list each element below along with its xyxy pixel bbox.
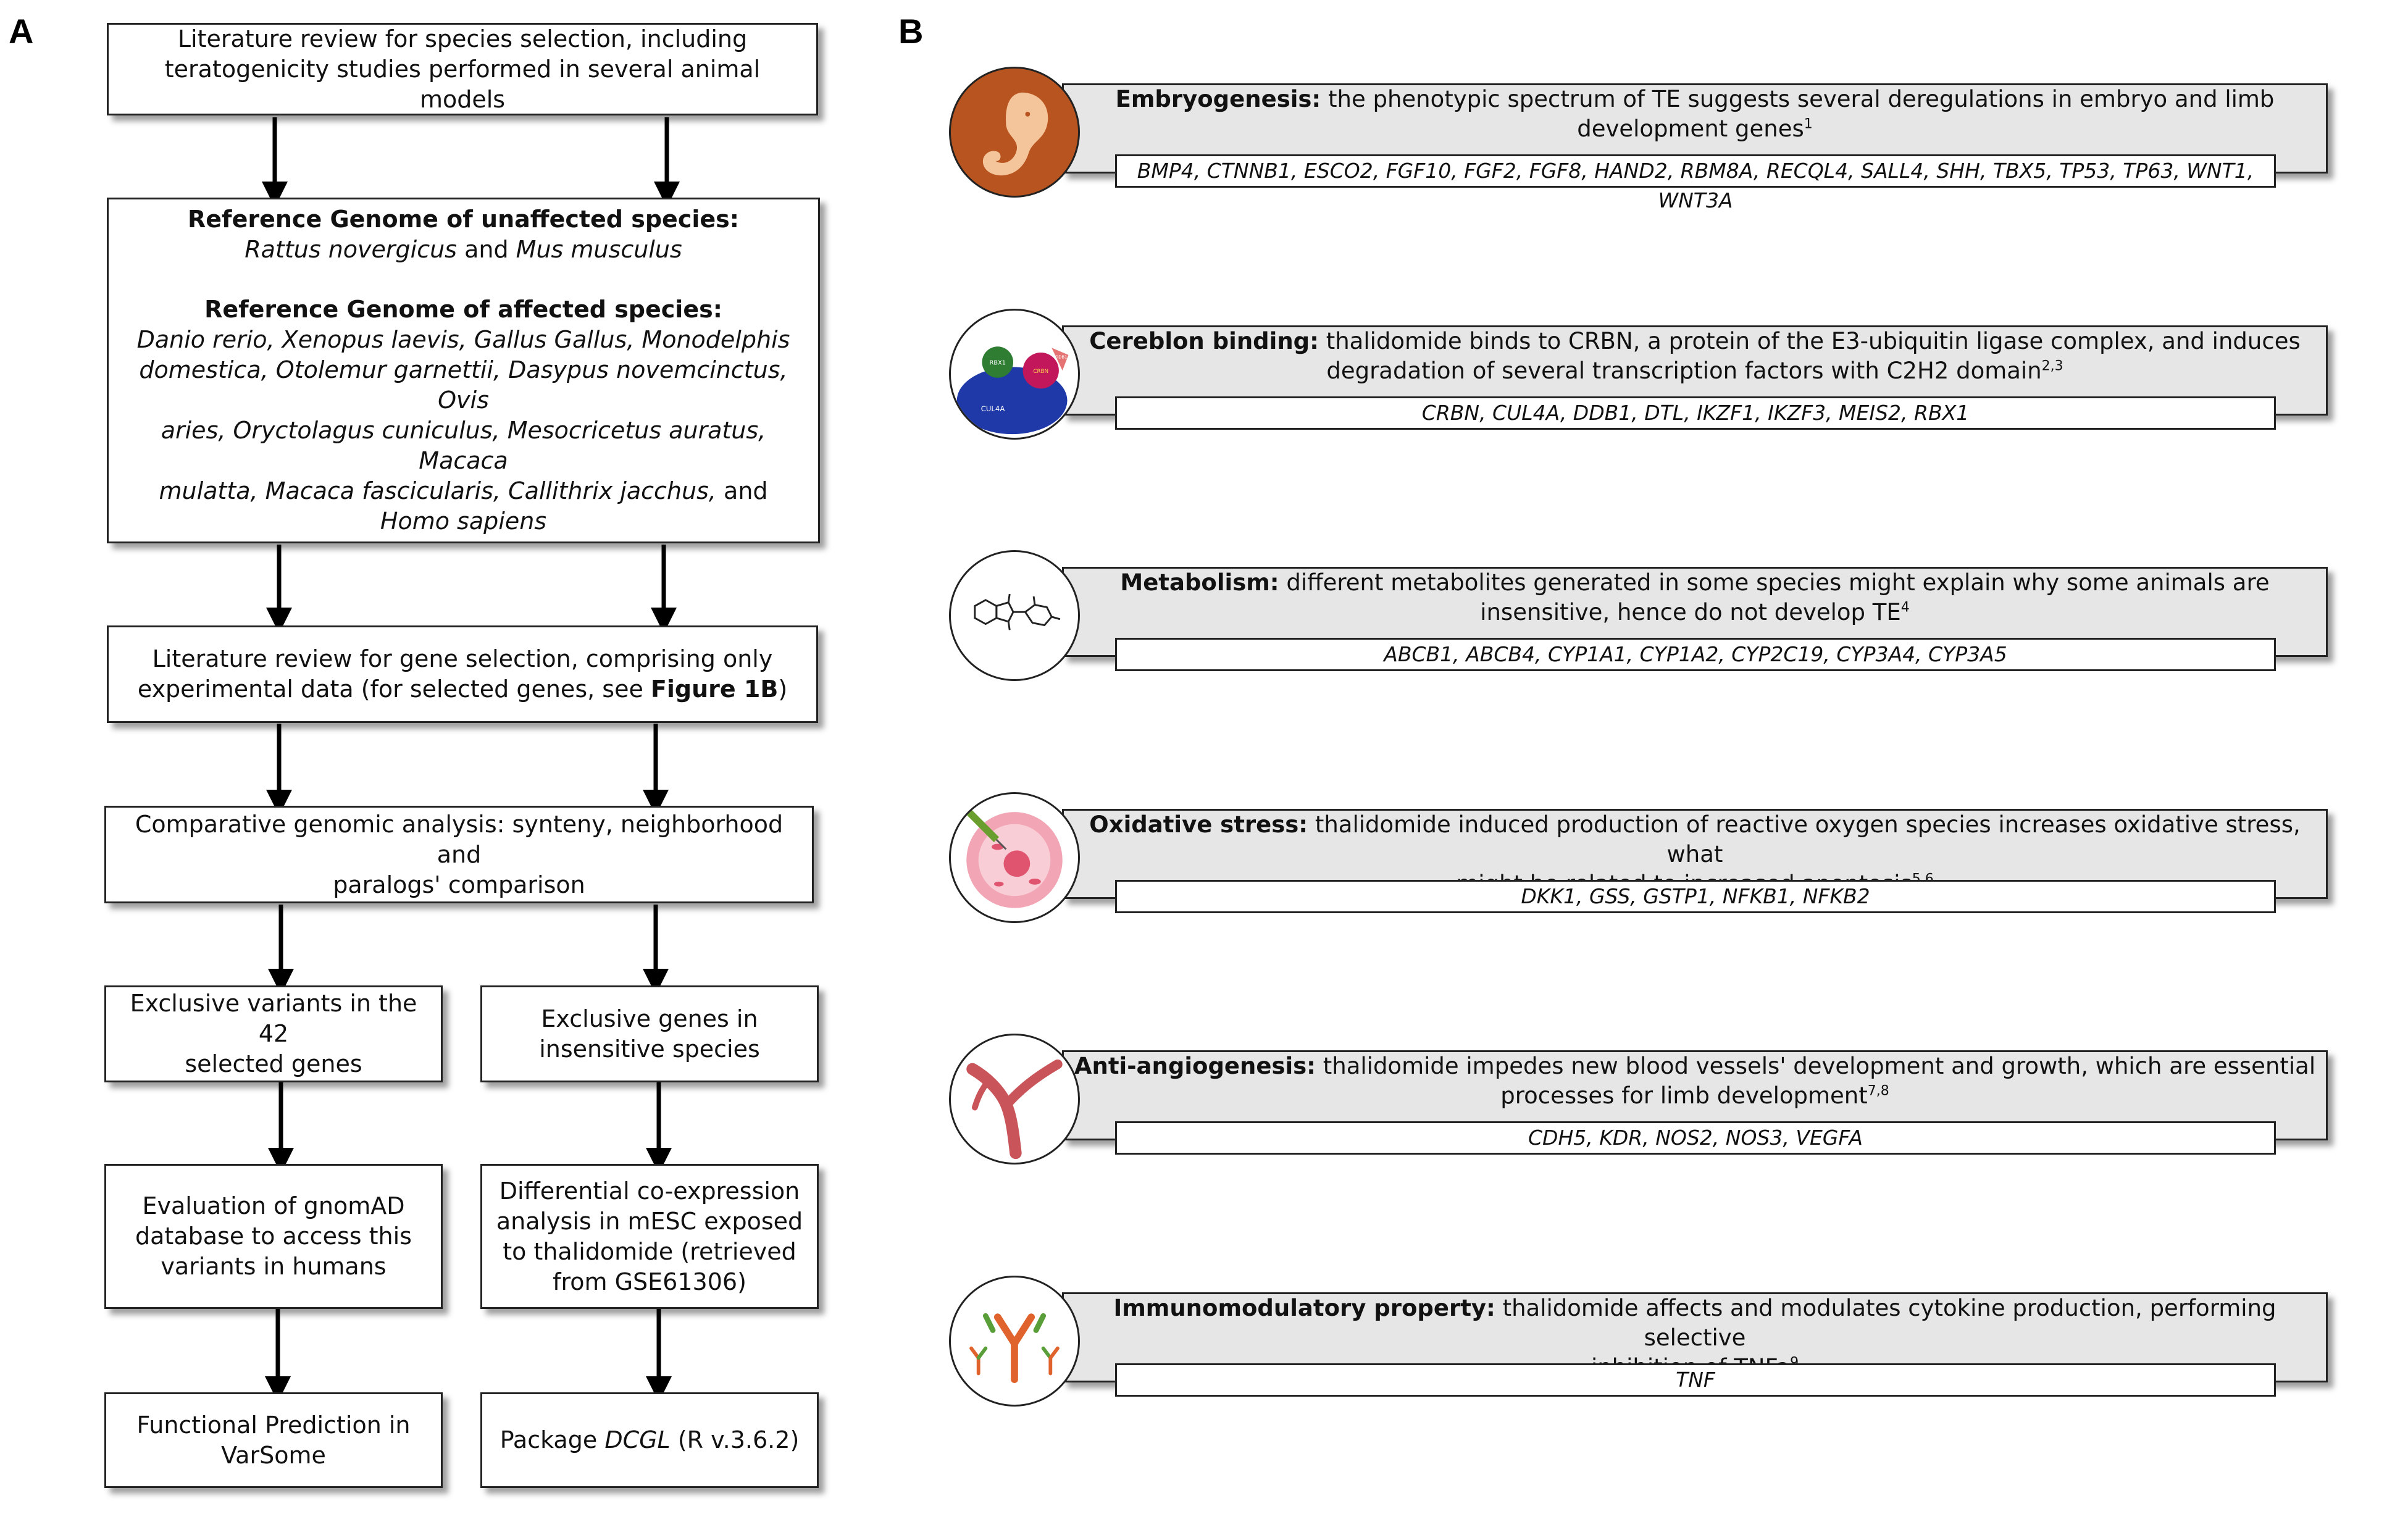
- crbn-label: CRBN: [1033, 369, 1048, 375]
- category-title: Oxidative stress:: [1089, 811, 1308, 838]
- category-line1: thalidomide affects and modulates cytoki…: [1502, 1295, 2276, 1351]
- exclusive-genes-box: Exclusive genes in insensitive species: [480, 985, 819, 1082]
- category-line1: thalidomide impedes new blood vessels' d…: [1323, 1053, 2316, 1079]
- cul4a-label: CUL4A: [981, 404, 1005, 413]
- category-line2: insensitive, hence do not develop TE: [1480, 599, 1901, 625]
- coexpression-analysis-box: Differential co-expression analysis in m…: [480, 1164, 819, 1309]
- panel-label-b: B: [898, 12, 924, 51]
- box5-line2: selected genes: [185, 1050, 362, 1077]
- category-desc-cereblon: Cereblon binding: thalidomide binds to C…: [1065, 327, 2325, 386]
- species-literature-review-box: Literature review for species selection,…: [107, 23, 818, 115]
- cereblon-complex-icon: RBX1 CRBN DDB1 CUL4A: [949, 309, 1080, 440]
- gene-list-metabolism: ABCB1, ABCB4, CYP1A1, CYP1A2, CYP2C19, C…: [1115, 638, 2276, 671]
- comparative-genomic-box: Comparative genomic analysis: synteny, n…: [104, 806, 814, 903]
- gene-list-cereblon: CRBN, CUL4A, DDB1, DTL, IKZF1, IKZF3, ME…: [1115, 396, 2276, 430]
- box8-line4: from GSE61306): [553, 1268, 746, 1295]
- category-desc-immunomodulatory: Immunomodulatory property: thalidomide a…: [1065, 1294, 2325, 1382]
- and-word: and: [464, 236, 509, 263]
- box10-pre: Package: [500, 1426, 598, 1453]
- category-line1: thalidomide induced production of reacti…: [1315, 811, 2301, 868]
- box10-post: (R v.3.6.2): [677, 1426, 800, 1453]
- box4-line1: Comparative genomic analysis: synteny, n…: [135, 810, 784, 868]
- dcgl-name: DCGL: [604, 1426, 671, 1453]
- box5-line1: Exclusive variants in the 42: [130, 990, 417, 1047]
- gene-list-embryogenesis: BMP4, CTNNB1, ESCO2, FGF10, FGF2, FGF8, …: [1115, 154, 2276, 212]
- dcgl-package-box: Package DCGL (R v.3.6.2): [480, 1392, 819, 1488]
- blood-vessel-icon: [949, 1034, 1080, 1164]
- category-desc-embryogenesis: Embryogenesis: the phenotypic spectrum o…: [1065, 85, 2325, 144]
- category-title: Immunomodulatory property:: [1113, 1295, 1495, 1321]
- box7-line1: Evaluation of gnomAD: [142, 1192, 405, 1219]
- box9-line2: VarSome: [221, 1441, 326, 1469]
- box3-line1: Literature review for gene selection, co…: [152, 645, 773, 672]
- category-desc-angiogenesis: Anti-angiogenesis: thalidomide impedes n…: [1065, 1052, 2325, 1111]
- box1-line2: teratogenicity studies performed in seve…: [164, 55, 761, 113]
- ddb1-label: DDB1: [1055, 355, 1067, 360]
- box8-line2: analysis in mESC exposed: [496, 1207, 803, 1235]
- box8-line3: to thalidomide (retrieved: [503, 1237, 796, 1265]
- box3-line2-close: ): [778, 675, 788, 703]
- category-line1: thalidomide binds to CRBN, a protein of …: [1326, 328, 2301, 354]
- cell-injection-icon: [949, 792, 1080, 923]
- box1-line1: Literature review for species selection,…: [177, 25, 748, 52]
- affected-line1: Danio rerio, Xenopus laevis, Gallus Gall…: [136, 326, 790, 353]
- species-mus: Mus musculus: [516, 236, 682, 263]
- category-line1: the phenotypic spectrum of TE suggests s…: [1327, 86, 2275, 112]
- exclusive-variants-box: Exclusive variants in the 42 selected ge…: [104, 985, 443, 1082]
- box6-line2: insensitive species: [539, 1035, 760, 1063]
- gene-list-oxidative: DKK1, GSS, GSTP1, NFKB1, NFKB2: [1115, 880, 2276, 913]
- box8-line1: Differential co-expression: [499, 1177, 800, 1205]
- category-title: Anti-angiogenesis:: [1074, 1053, 1316, 1079]
- category-title: Cereblon binding:: [1089, 328, 1319, 354]
- category-desc-oxidative: Oxidative stress: thalidomide induced pr…: [1065, 810, 2325, 899]
- box7-line3: variants in humans: [161, 1253, 387, 1280]
- affected-line5: Homo sapiens: [380, 508, 547, 535]
- category-ref: 2,3: [2041, 358, 2063, 374]
- box9-line1: Functional Prediction in: [136, 1411, 411, 1439]
- flow-arrows: [262, 117, 680, 1402]
- category-line1: different metabolites generated in some …: [1286, 569, 2270, 596]
- box6-line1: Exclusive genes in: [541, 1005, 758, 1032]
- category-line2: degradation of several transcription fac…: [1326, 358, 2042, 384]
- species-rattus: Rattus novergicus: [245, 236, 457, 263]
- affected-line2: domestica, Otolemur garnettii, Dasypus n…: [139, 356, 788, 414]
- category-title: Embryogenesis:: [1115, 86, 1321, 112]
- functional-prediction-box: Functional Prediction in VarSome: [104, 1392, 443, 1488]
- category-title: Metabolism:: [1120, 569, 1279, 596]
- embryo-icon: [949, 67, 1080, 198]
- category-line2: processes for limb development: [1500, 1082, 1868, 1109]
- reference-genomes-box: Reference Genome of unaffected species: …: [107, 198, 820, 543]
- gnomad-evaluation-box: Evaluation of gnomAD database to access …: [104, 1164, 443, 1309]
- thalidomide-molecule-icon: [949, 550, 1080, 681]
- figure-1b-reference: Figure 1B: [650, 675, 779, 703]
- antibody-icon: [949, 1276, 1080, 1407]
- rbx1-label: RBX1: [990, 359, 1006, 366]
- gene-list-angiogenesis: CDH5, KDR, NOS2, NOS3, VEGFA: [1115, 1121, 2276, 1155]
- affected-line3: aries, Oryctolagus cuniculus, Mesocricet…: [161, 417, 766, 474]
- affected-line4: mulatta, Macaca fascicularis, Callithrix…: [159, 477, 716, 504]
- unaffected-heading: Reference Genome of unaffected species:: [188, 206, 739, 233]
- box4-line2: paralogs' comparison: [333, 871, 585, 898]
- category-ref: 1: [1804, 116, 1813, 132]
- panel-label-a: A: [9, 12, 34, 51]
- category-ref: 7,8: [1867, 1083, 1889, 1099]
- affected-heading: Reference Genome of affected species:: [204, 296, 722, 323]
- box3-line2: experimental data (for selected genes, s…: [137, 675, 643, 703]
- category-ref: 4: [1900, 600, 1910, 616]
- category-desc-metabolism: Metabolism: different metabolites genera…: [1065, 568, 2325, 627]
- box7-line2: database to access this: [135, 1223, 412, 1250]
- affected-and-word: and: [724, 477, 768, 504]
- gene-list-immunomodulatory: TNF: [1115, 1363, 2276, 1397]
- category-line2: development genes: [1577, 115, 1804, 142]
- gene-literature-review-box: Literature review for gene selection, co…: [107, 625, 818, 723]
